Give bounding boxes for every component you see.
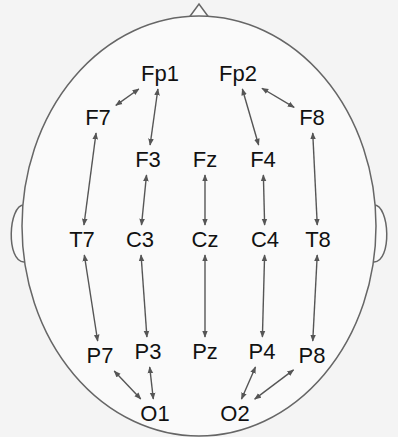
electrode-label: F8 <box>296 105 328 131</box>
electrode-label: T7 <box>66 227 98 253</box>
electrode-name: T8 <box>305 228 331 252</box>
derivation-arrow <box>255 370 294 399</box>
derivation-arrow <box>204 175 205 225</box>
electrode-name: Cz <box>192 228 219 252</box>
electrode-name: F7 <box>85 106 111 130</box>
electrode-name: Fz <box>193 148 217 172</box>
electrode-label: C3 <box>123 227 157 253</box>
derivation-arrow <box>204 255 205 337</box>
electrode-label: P4 <box>246 339 279 365</box>
electrode-name: O2 <box>220 402 249 426</box>
derivation-arrow <box>84 133 96 225</box>
electrode-label: P7 <box>84 343 117 369</box>
electrode-name: Fp2 <box>219 62 257 86</box>
electrode-label: Pz <box>189 339 221 365</box>
electrode-label: Cz <box>189 227 222 253</box>
electrode-name: P8 <box>299 344 326 368</box>
electrode-label: T8 <box>302 227 334 253</box>
derivation-arrow <box>150 89 158 145</box>
electrode-name: F4 <box>250 148 276 172</box>
electrode-label: O2 <box>217 401 252 427</box>
derivation-arrow <box>141 255 147 337</box>
electrode-name: P7 <box>87 344 114 368</box>
electrode-label: C4 <box>248 227 282 253</box>
derivation-arrow <box>150 367 154 399</box>
electrode-name: O1 <box>140 402 169 426</box>
derivation-arrow <box>262 255 264 337</box>
derivation-arrow <box>242 89 258 145</box>
electrode-label: Fp2 <box>216 61 260 87</box>
electrode-label: Fp1 <box>138 61 182 87</box>
derivation-arrow <box>142 175 147 225</box>
electrode-name: T7 <box>69 228 95 252</box>
derivation-arrow <box>114 371 141 399</box>
derivation-arrow <box>242 367 256 399</box>
electrode-label: F7 <box>82 105 114 131</box>
derivation-arrow <box>262 88 294 107</box>
electrode-name: F3 <box>135 148 161 172</box>
derivation-arrow <box>313 255 317 341</box>
electrode-name: P4 <box>249 340 276 364</box>
derivation-arrow <box>84 255 97 341</box>
electrode-name: C4 <box>251 228 279 252</box>
electrode-name: C3 <box>126 228 154 252</box>
electrode-name: P3 <box>135 340 162 364</box>
electrode-label: F3 <box>132 147 164 173</box>
electrode-name: Fp1 <box>141 62 179 86</box>
electrode-label: P8 <box>296 343 329 369</box>
electrode-name: F8 <box>299 106 325 130</box>
scalp <box>22 16 376 436</box>
electrode-label: P3 <box>132 339 165 365</box>
electrode-label: O1 <box>137 401 172 427</box>
derivation-arrow <box>263 175 264 225</box>
electrode-label: F4 <box>247 147 279 173</box>
electrode-label: Fz <box>190 147 220 173</box>
derivation-arrow <box>313 133 318 225</box>
derivation-arrow <box>116 89 139 105</box>
electrode-name: Pz <box>192 340 218 364</box>
